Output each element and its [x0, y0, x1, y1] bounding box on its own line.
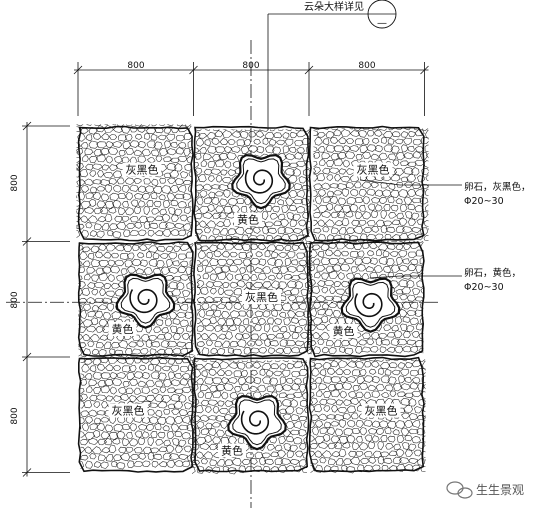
tile-r1-c3: 灰黑色: [308, 125, 429, 243]
dim-top-3: 800: [358, 61, 375, 71]
pebble-pattern: [310, 359, 426, 474]
watermark-text: 生生景观: [476, 483, 524, 497]
slab-outline: [308, 241, 425, 358]
dim-left-3: 800: [10, 407, 20, 424]
label-backdrop: [218, 443, 246, 458]
material-notes: 卵石，灰黑色， Φ20~30 卵石，黄色， Φ20~30: [359, 179, 531, 293]
slab-outline: [308, 356, 425, 473]
tile-color-label: 灰黑色: [112, 404, 145, 418]
tile-r3-c3: 灰黑色: [308, 356, 426, 474]
note-gray-line2: Φ20~30: [464, 196, 504, 207]
slab-outline: [77, 125, 194, 242]
slab-outline: [77, 241, 194, 357]
label-backdrop: [234, 212, 262, 227]
note-yellow-line2: Φ20~30: [464, 282, 504, 293]
slab-outline: [193, 357, 310, 473]
cloud-motif: [231, 153, 291, 210]
tile-r2-c3: 黄色: [308, 241, 425, 358]
wechat-icon: [446, 481, 473, 499]
pebble-pattern: [80, 355, 196, 470]
label-backdrop: [108, 322, 137, 336]
tile-color-label: 灰黑色: [357, 163, 390, 177]
slab-outline: [77, 356, 194, 473]
pebble-pattern: [313, 128, 429, 243]
tile-r1-c2: 黄色: [193, 125, 310, 244]
label-backdrop: [353, 162, 393, 177]
pebble-pattern: [76, 124, 192, 239]
label-backdrop: [108, 403, 148, 418]
label-backdrop: [242, 290, 281, 304]
watermark: 生生景观: [446, 481, 524, 499]
tile-r3-c2: 黄色: [192, 357, 310, 475]
tile-r2-c2: 灰黑色: [193, 241, 312, 358]
dim-left-1: 800: [10, 174, 20, 191]
cloud-motif: [340, 277, 401, 333]
label-backdrop: [122, 162, 162, 177]
note-gray-line1: 卵石，灰黑色，: [464, 181, 531, 193]
cloud-motif: [115, 273, 176, 329]
tile-r1-c1: 灰黑色: [76, 124, 194, 242]
tile-color-label: 黄色: [333, 324, 355, 338]
label-backdrop: [329, 324, 358, 338]
cloud-motif: [227, 394, 287, 451]
note-yellow-line1: 卵石，黄色，: [464, 267, 521, 279]
tile-color-label: 黄色: [237, 213, 259, 227]
tile-color-label: 灰黑色: [126, 163, 159, 177]
dim-top-1: 800: [127, 61, 144, 71]
tile-color-label: 黄色: [221, 444, 243, 458]
tile-r3-c1: 灰黑色: [77, 355, 196, 473]
tile-color-label: 灰黑色: [245, 290, 278, 304]
pebble-pattern: [197, 242, 312, 356]
slab-outline: [308, 125, 425, 242]
dim-left-2: 800: [10, 291, 20, 308]
tile-color-label: 黄色: [112, 322, 134, 336]
detail-index-symbol: —: [377, 18, 387, 29]
dimension-lines: [6, 40, 440, 508]
callout-text: 云朵大样详见: [304, 0, 364, 13]
dim-top-2: 800: [242, 61, 259, 71]
tile-r2-c1: 黄色: [77, 241, 194, 357]
slab-outline: [193, 241, 310, 358]
slab-outline: [193, 125, 310, 242]
tile-color-label: 灰黑色: [365, 404, 398, 418]
detail-callout: 云朵大样详见 —: [267, 0, 397, 130]
label-backdrop: [361, 403, 401, 418]
